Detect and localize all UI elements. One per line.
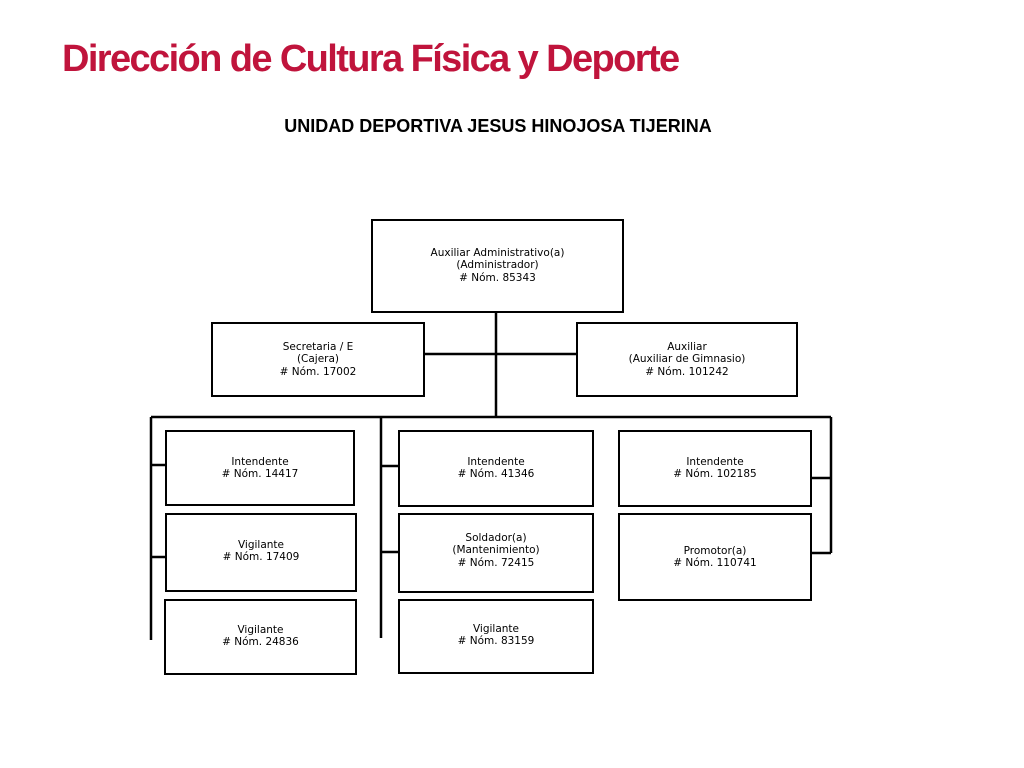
org-node-administrador: Auxiliar Administrativo(a) (Administrado…: [371, 219, 624, 313]
org-node-vigilante-17409: Vigilante # Nóm. 17409: [165, 513, 357, 592]
node-title: Auxiliar: [667, 341, 707, 353]
node-role: (Administrador): [456, 259, 539, 272]
node-title: Intendente: [686, 456, 744, 468]
org-node-vigilante-24836: Vigilante # Nóm. 24836: [164, 599, 357, 675]
node-title: Vigilante: [472, 623, 520, 635]
node-title: Secretaria / E: [282, 341, 354, 353]
org-node-vigilante-83159: Vigilante # Nóm. 83159: [398, 599, 594, 674]
node-title: Soldador(a): [465, 532, 527, 544]
org-node-secretaria: Secretaria / E (Cajera) # Nóm. 17002: [211, 322, 425, 397]
node-title: Promotor(a): [683, 545, 747, 557]
node-number: # Nóm. 17002: [279, 365, 357, 378]
node-number: # Nóm. 110741: [673, 557, 757, 570]
org-node-soldador-72415: Soldador(a) (Mantenimiento) # Nóm. 72415: [398, 513, 594, 593]
node-title: Intendente: [231, 456, 289, 468]
node-role: (Cajera): [296, 353, 340, 366]
org-node-intendente-102185: Intendente # Nóm. 102185: [618, 430, 812, 507]
node-number: # Nóm. 85343: [459, 271, 536, 284]
page-title: Dirección de Cultura Física y Deporte: [62, 38, 680, 80]
org-node-intendente-14417: Intendente # Nóm. 14417: [165, 430, 355, 506]
org-node-intendente-41346: Intendente # Nóm. 41346: [398, 430, 594, 507]
chart-subtitle: UNIDAD DEPORTIVA JESUS HINOJOSA TIJERINA: [284, 116, 712, 136]
org-node-auxiliar-gimnasio: Auxiliar (Auxiliar de Gimnasio) # Nóm. 1…: [576, 322, 798, 397]
node-number: # Nóm. 102185: [673, 468, 757, 481]
node-number: # Nóm. 17409: [222, 551, 300, 564]
node-number: # Nóm. 101242: [645, 365, 729, 378]
node-number: # Nóm. 14417: [221, 468, 299, 481]
node-title: Vigilante: [237, 624, 284, 636]
node-title: Intendente: [467, 456, 525, 468]
node-role: (Auxiliar de Gimnasio): [628, 353, 746, 366]
node-number: # Nóm. 41346: [457, 468, 535, 481]
node-role: (Mantenimiento): [452, 544, 540, 557]
node-number: # Nóm. 24836: [222, 636, 299, 649]
node-number: # Nóm. 83159: [457, 635, 535, 648]
node-title: Vigilante: [237, 539, 285, 551]
node-number: # Nóm. 72415: [457, 556, 535, 569]
node-title: Auxiliar Administrativo(a): [430, 247, 565, 259]
org-node-promotor-110741: Promotor(a) # Nóm. 110741: [618, 513, 812, 601]
